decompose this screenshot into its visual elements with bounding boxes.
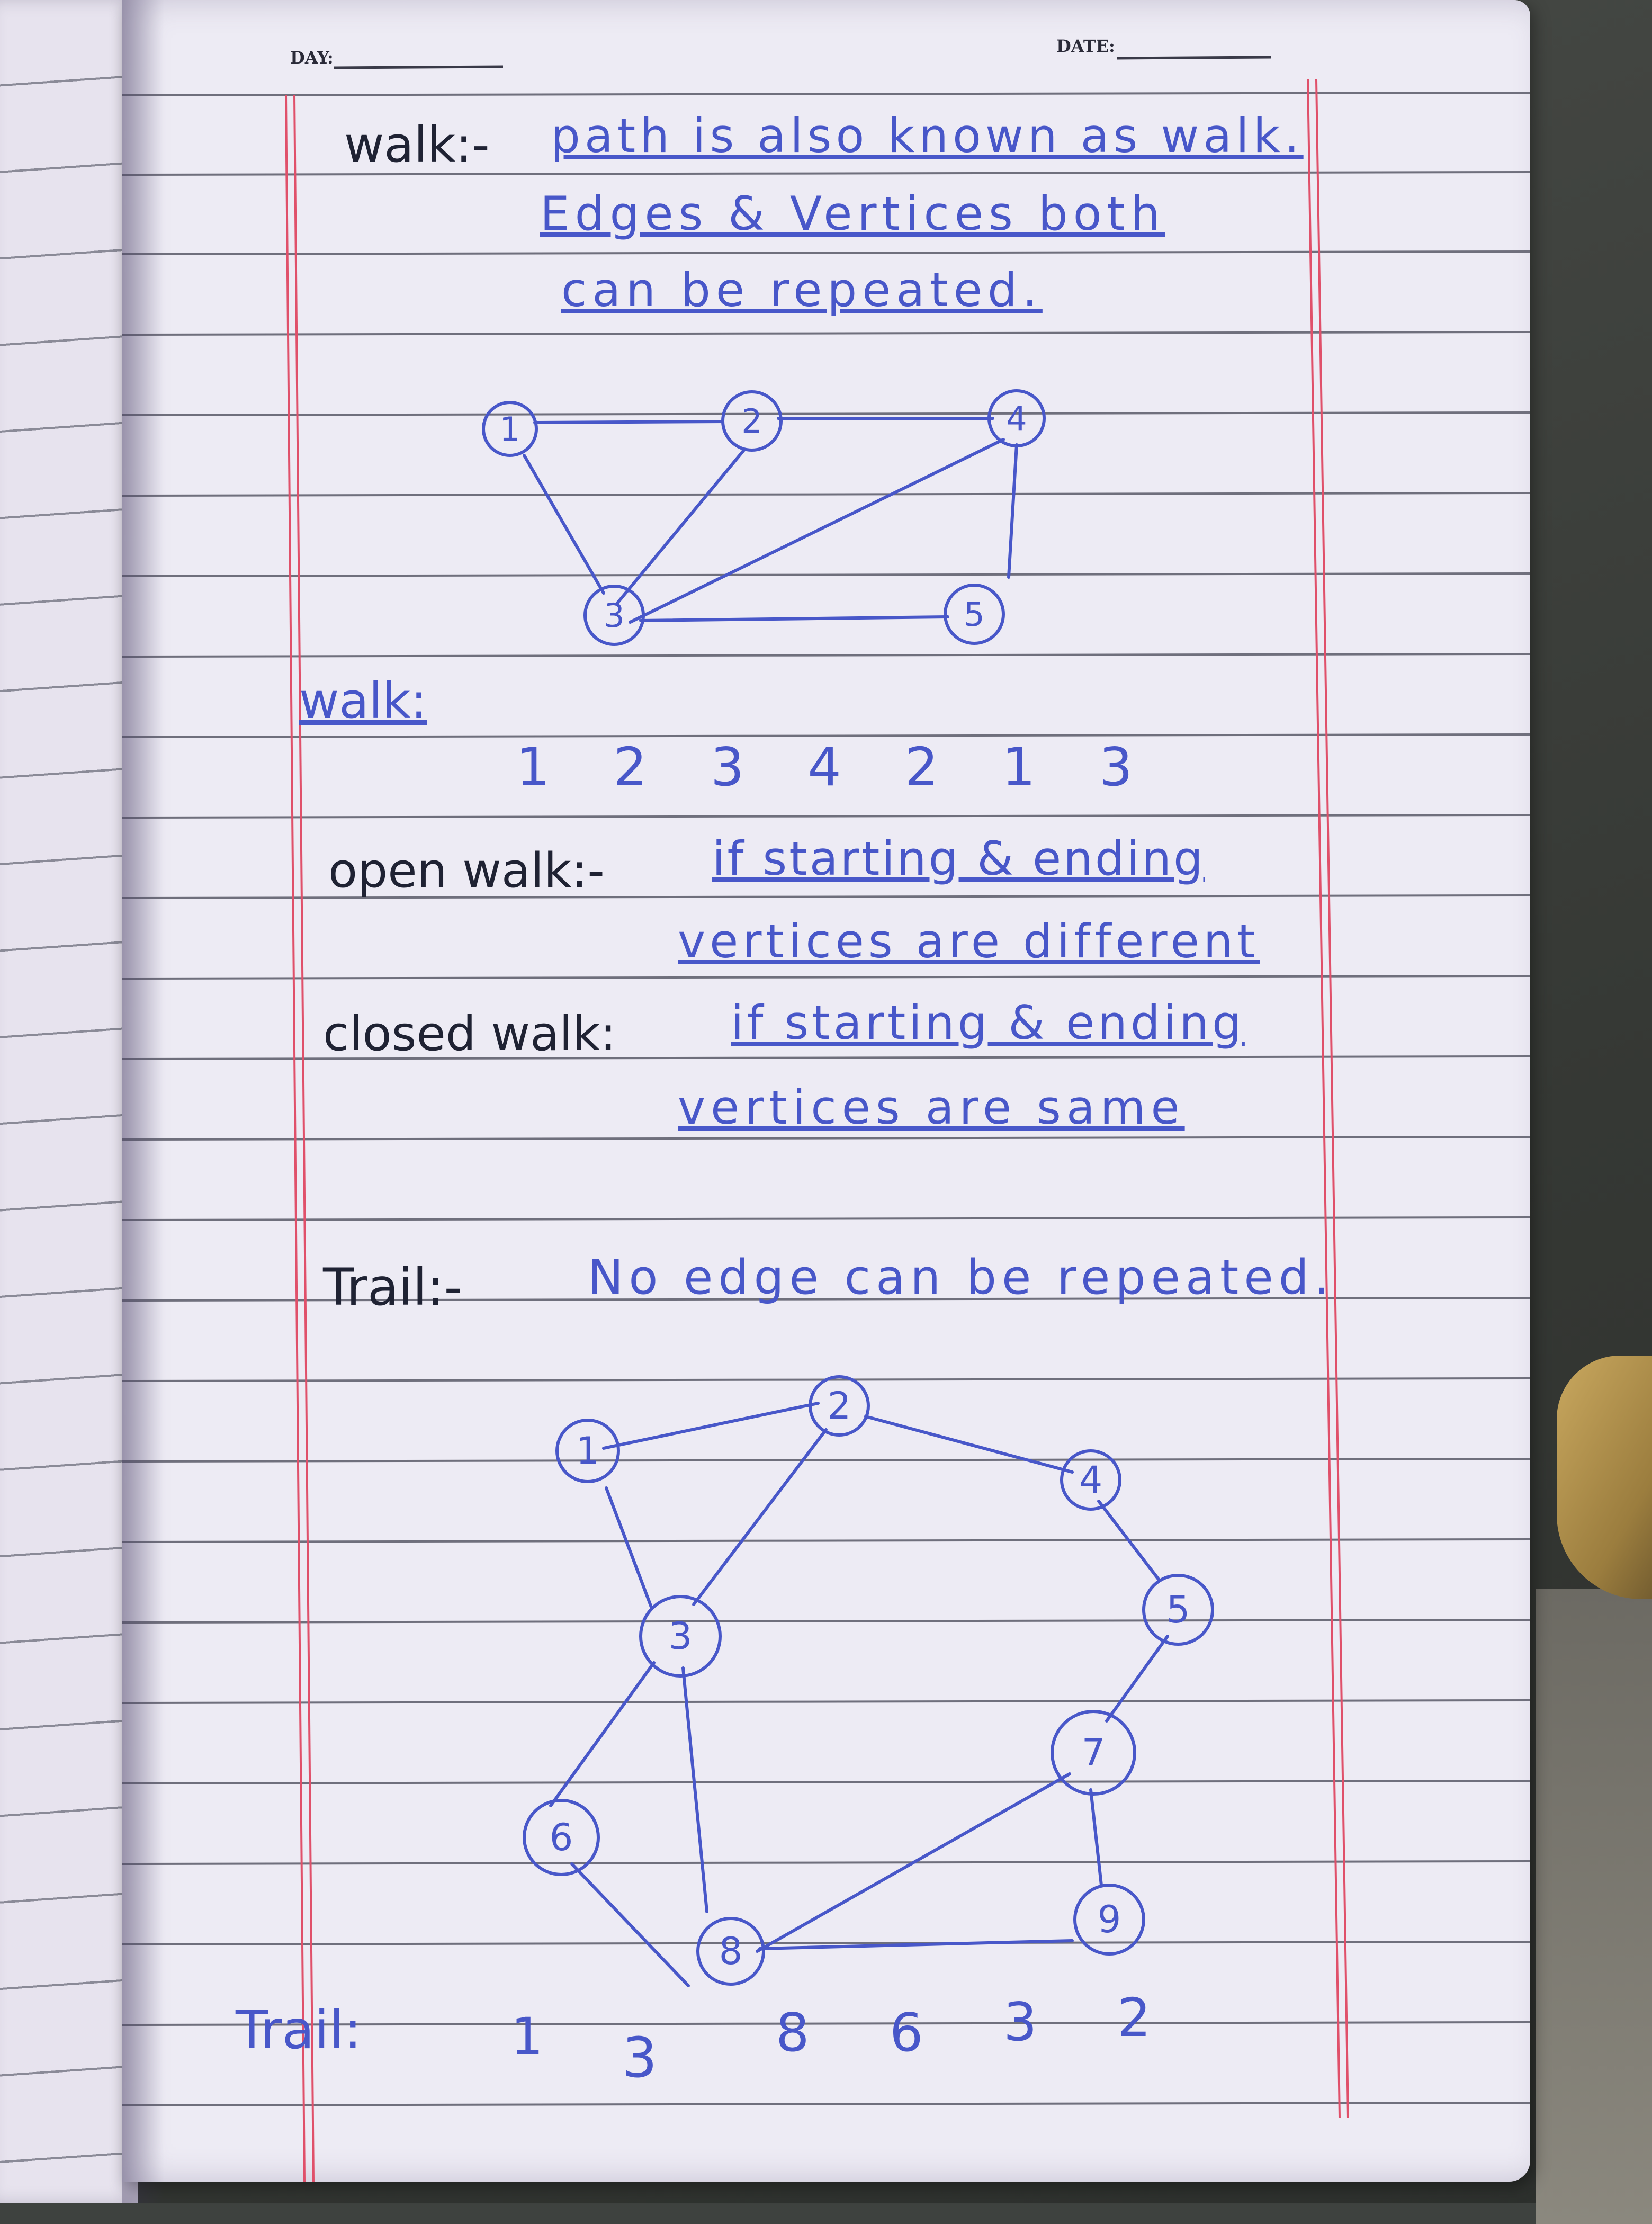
- closed-walk-label: closed walk:: [323, 1006, 616, 1062]
- walk-node-1: [482, 401, 538, 457]
- walk-node-1-label: 1: [499, 410, 520, 449]
- edge-1-3: [605, 1486, 653, 1609]
- left-page-rules: [0, 0, 138, 2203]
- edge-4-5: [1097, 1500, 1161, 1582]
- trail-node-6: [523, 1799, 600, 1876]
- edge-1-3: [523, 454, 605, 595]
- walk-node-2: [721, 390, 783, 452]
- walk-definition-line1: path is also known as walk.: [551, 109, 1304, 163]
- day-label: DAY:: [290, 48, 334, 68]
- trail-node-9-label: 9: [1098, 1898, 1121, 1941]
- edge-3-4: [629, 438, 1005, 624]
- trail-node-4-label: 4: [1079, 1458, 1103, 1502]
- trail-node-2: [809, 1375, 870, 1437]
- walk-node-3: [583, 585, 645, 646]
- open-walk-line1: if starting & ending: [712, 831, 1205, 886]
- open-walk-label: open walk:-: [328, 843, 605, 899]
- floor: [1536, 1589, 1652, 2224]
- trail-node-5: [1142, 1574, 1214, 1646]
- walk-node-4: [987, 389, 1046, 447]
- header-rule: [333, 56, 1271, 69]
- trail-sequence-item: 6: [890, 2002, 923, 2064]
- edge-2-3: [692, 1428, 828, 1606]
- trail-sequence-item: 3: [622, 2025, 658, 2090]
- walk-example-label: walk:: [299, 672, 427, 729]
- walk-node-5: [944, 584, 1005, 645]
- edge-1-2: [602, 1402, 820, 1450]
- trail-definition: No edge can be repeated.: [588, 1250, 1335, 1305]
- edge-5-7: [1105, 1635, 1169, 1723]
- trail-node-7: [1051, 1710, 1136, 1796]
- trail-node-5-label: 5: [1166, 1588, 1190, 1631]
- ruled-lines: [122, 92, 1530, 2106]
- edge-6-8: [570, 1862, 690, 1987]
- walk-node-4-label: 4: [1006, 399, 1027, 438]
- trail-node-9: [1073, 1884, 1145, 1956]
- trail-sequence-item: 8: [776, 2002, 810, 2064]
- trail-node-3-label: 3: [669, 1615, 693, 1658]
- closed-walk-line1: if starting & ending: [731, 996, 1245, 1050]
- edge-3-6: [549, 1661, 656, 1807]
- edge-2-4: [864, 1415, 1074, 1474]
- page-rules: [122, 56, 1530, 2182]
- trail-node-4: [1060, 1449, 1121, 1511]
- trail-node-2-label: 2: [828, 1384, 851, 1428]
- trail-node-8: [696, 1917, 765, 1986]
- edge-3-8: [681, 1666, 708, 1913]
- edge-4-5: [1007, 443, 1018, 579]
- walk-graph: 1 2 4 3 5: [482, 389, 1046, 646]
- open-walk-line2: vertices are different: [678, 914, 1260, 968]
- left-notebook-page: [0, 0, 138, 2203]
- closed-walk-line2: vertices are same: [678, 1080, 1185, 1135]
- margin-lines: [285, 79, 1349, 2182]
- walk-definition-line2: Edges & Vertices both: [540, 186, 1165, 241]
- trail-node-1: [555, 1419, 620, 1483]
- trail-node-6-label: 6: [550, 1816, 573, 1859]
- edge-1-2: [533, 420, 724, 424]
- trail-example-label: Trail:: [236, 1999, 362, 2061]
- walk-heading: walk:-: [344, 116, 490, 173]
- trail-sequence-item: 1: [511, 2007, 544, 2066]
- trail-graph: 1 2 4 5 3 7 6 8 9: [523, 1375, 1214, 1987]
- notebook-page: DAY: DATE: walk:- path is also known as …: [122, 0, 1530, 2182]
- date-label: DATE:: [1056, 36, 1115, 56]
- trail-node-1-label: 1: [576, 1429, 600, 1473]
- trail-heading: Trail:-: [323, 1258, 463, 1317]
- edge-8-7: [756, 1772, 1071, 1953]
- walk-example-sequence: 1 2 3 4 2 1 3: [516, 736, 1156, 798]
- trail-node-7-label: 7: [1082, 1731, 1106, 1774]
- edge-7-9: [1089, 1788, 1103, 1887]
- walk-definition-line3: can be repeated.: [561, 263, 1043, 317]
- trail-node-3: [639, 1595, 722, 1678]
- walk-node-3-label: 3: [604, 596, 624, 635]
- trail-sequence-item: 3: [1003, 1991, 1037, 2053]
- walk-node-5-label: 5: [964, 595, 984, 634]
- shoe: [1557, 1356, 1652, 1599]
- edge-9-8: [758, 1939, 1074, 1950]
- trail-sequence-item: 2: [1117, 1987, 1151, 2049]
- walk-node-2-label: 2: [741, 402, 762, 441]
- page-spine-shadow: [122, 0, 164, 2203]
- edge-2-3: [615, 449, 746, 605]
- trail-node-8-label: 8: [719, 1930, 743, 1973]
- edge-3-5: [639, 615, 949, 622]
